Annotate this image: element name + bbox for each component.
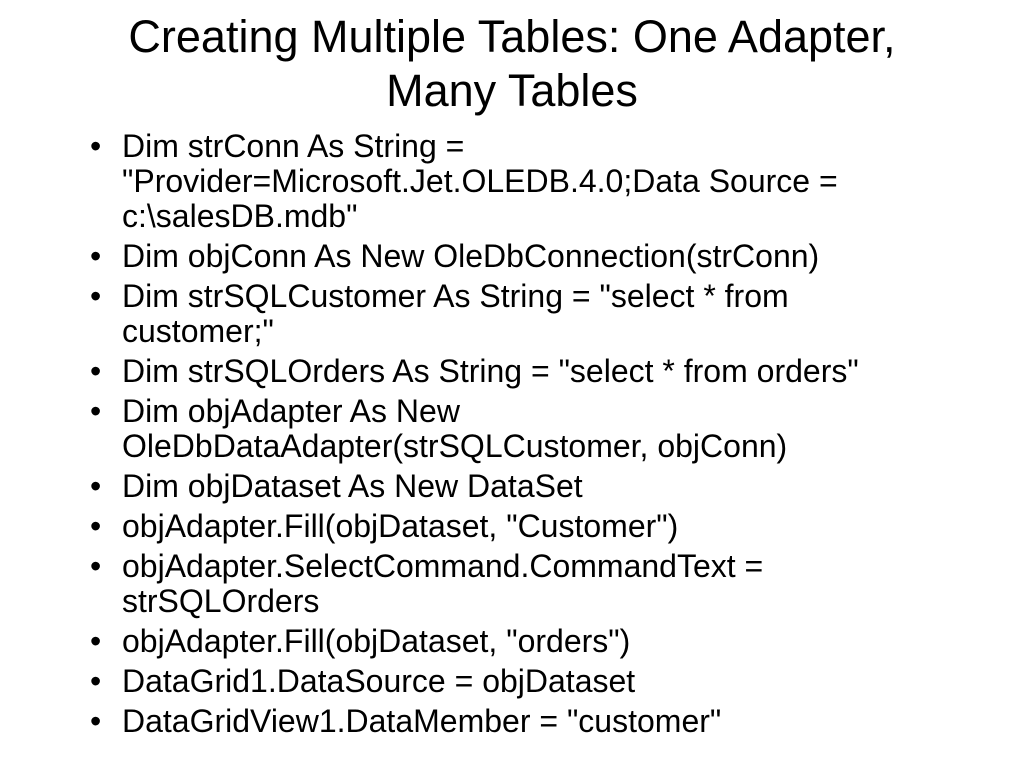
bullet-item: objAdapter.Fill(objDataset, "orders") (90, 624, 902, 660)
bullet-item: Dim objDataset As New DataSet (90, 469, 902, 505)
bullet-item: objAdapter.Fill(objDataset, "Customer") (90, 509, 902, 545)
bullet-item: DataGrid1.DataSource = objDataset (90, 664, 902, 700)
bullet-item: Dim strSQLCustomer As String = "select *… (90, 279, 902, 349)
bullet-item: Dim strSQLOrders As String = "select * f… (90, 354, 902, 390)
bullet-item: Dim objConn As New OleDbConnection(strCo… (90, 239, 902, 275)
bullet-item: Dim strConn As String = "Provider=Micros… (90, 129, 902, 234)
bullet-item: objAdapter.SelectCommand.CommandText = s… (90, 549, 902, 619)
slide-title: Creating Multiple Tables: One Adapter, M… (128, 11, 896, 116)
bullet-item: DataGridView1.DataMember = "customer" (90, 704, 902, 740)
bullet-item: Dim objAdapter As New OleDbDataAdapter(s… (90, 394, 902, 464)
bullet-list: Dim strConn As String = "Provider=Micros… (90, 129, 902, 740)
